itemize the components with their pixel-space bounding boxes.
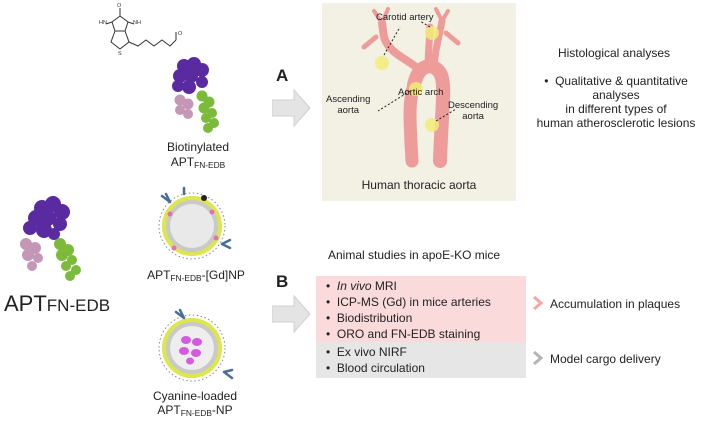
svg-text:NH: NH [133,20,141,26]
bullet-dot: • [544,74,556,88]
carotid-label: Carotid artery [376,12,434,23]
panel-b-letter: B [276,272,289,291]
apt-molecule-left [20,196,81,281]
chevron-right-icon-pink [533,296,544,310]
histology-title: Histological analyses [557,46,671,60]
biotinylated-line1: Biotinylated [166,140,230,154]
ascending-label: Ascending aorta [326,94,371,116]
cyanine-nanoparticle [158,308,234,382]
chevron-right-icon-grey [533,351,544,365]
cyanine-line2: APTFN-EDB-NP [157,403,233,418]
bullet-item: • Ex vivo NIRF [326,345,407,359]
gd-nanoparticle [158,186,232,260]
histology-bullet-line2: analyses [592,88,640,102]
cyanine-line1: Cyanine-loaded [152,389,238,403]
histology-bullet: • Qualitative & quantitative analyses in… [526,74,706,130]
aorta-caption: Human thoracic aorta [361,178,477,192]
svg-text:O: O [117,3,122,9]
red-bullets: • In vivo MRI • ICP-MS (Gd) in mice arte… [326,278,491,342]
histology-bullet-line4: human atherosclerotic lesions [536,116,696,130]
descending-label: Descending aorta [448,100,499,122]
gd-np-label: APTFN-EDB-[Gd]NP [147,268,245,283]
aorta-illustration [361,7,461,168]
bullet-item: • Blood circulation [326,361,425,375]
arch-label: Aortic arch [398,87,444,98]
svg-text:HN: HN [99,20,107,26]
outcome-accumulation: Accumulation in plaques [550,297,681,311]
arrow-a-icon [272,88,311,128]
biotin-structure: O HN NH S O [99,3,183,57]
outcome-cargo: Model cargo delivery [550,352,661,366]
biotinylated-line2: APTFN-EDB [170,155,226,170]
bullet-item: • Biodistribution [326,311,413,325]
svg-text:O: O [178,31,183,37]
ex-vivo-box [316,342,526,378]
bullet-item: • ICP-MS (Gd) in mice arteries [326,295,491,309]
bullet-item: • In vivo MRI [326,279,397,293]
histology-bullet-line1: • Qualitative & quantitative [544,74,688,88]
apt-label-left: APTFN-EDB [4,291,111,316]
in-vivo-box [316,276,526,342]
aorta-panel [322,3,516,201]
svg-text:S: S [118,51,122,57]
histology-bullet-line3: in different types of [565,102,667,116]
animal-studies-title: Animal studies in apoE-KO mice [328,248,501,262]
panel-a-letter: A [276,66,289,85]
biotinylated-label: Biotinylated APTFN-EDB [148,140,248,173]
grey-bullets: • Ex vivo NIRF • Blood circulation [326,344,425,376]
bullet-item: • ORO and FN-EDB staining [326,327,481,341]
apt-molecule-biotinylated [172,57,219,133]
arrow-b-icon [272,294,311,334]
cyanine-label: Cyanine-loaded APTFN-EDB-NP [140,389,250,420]
